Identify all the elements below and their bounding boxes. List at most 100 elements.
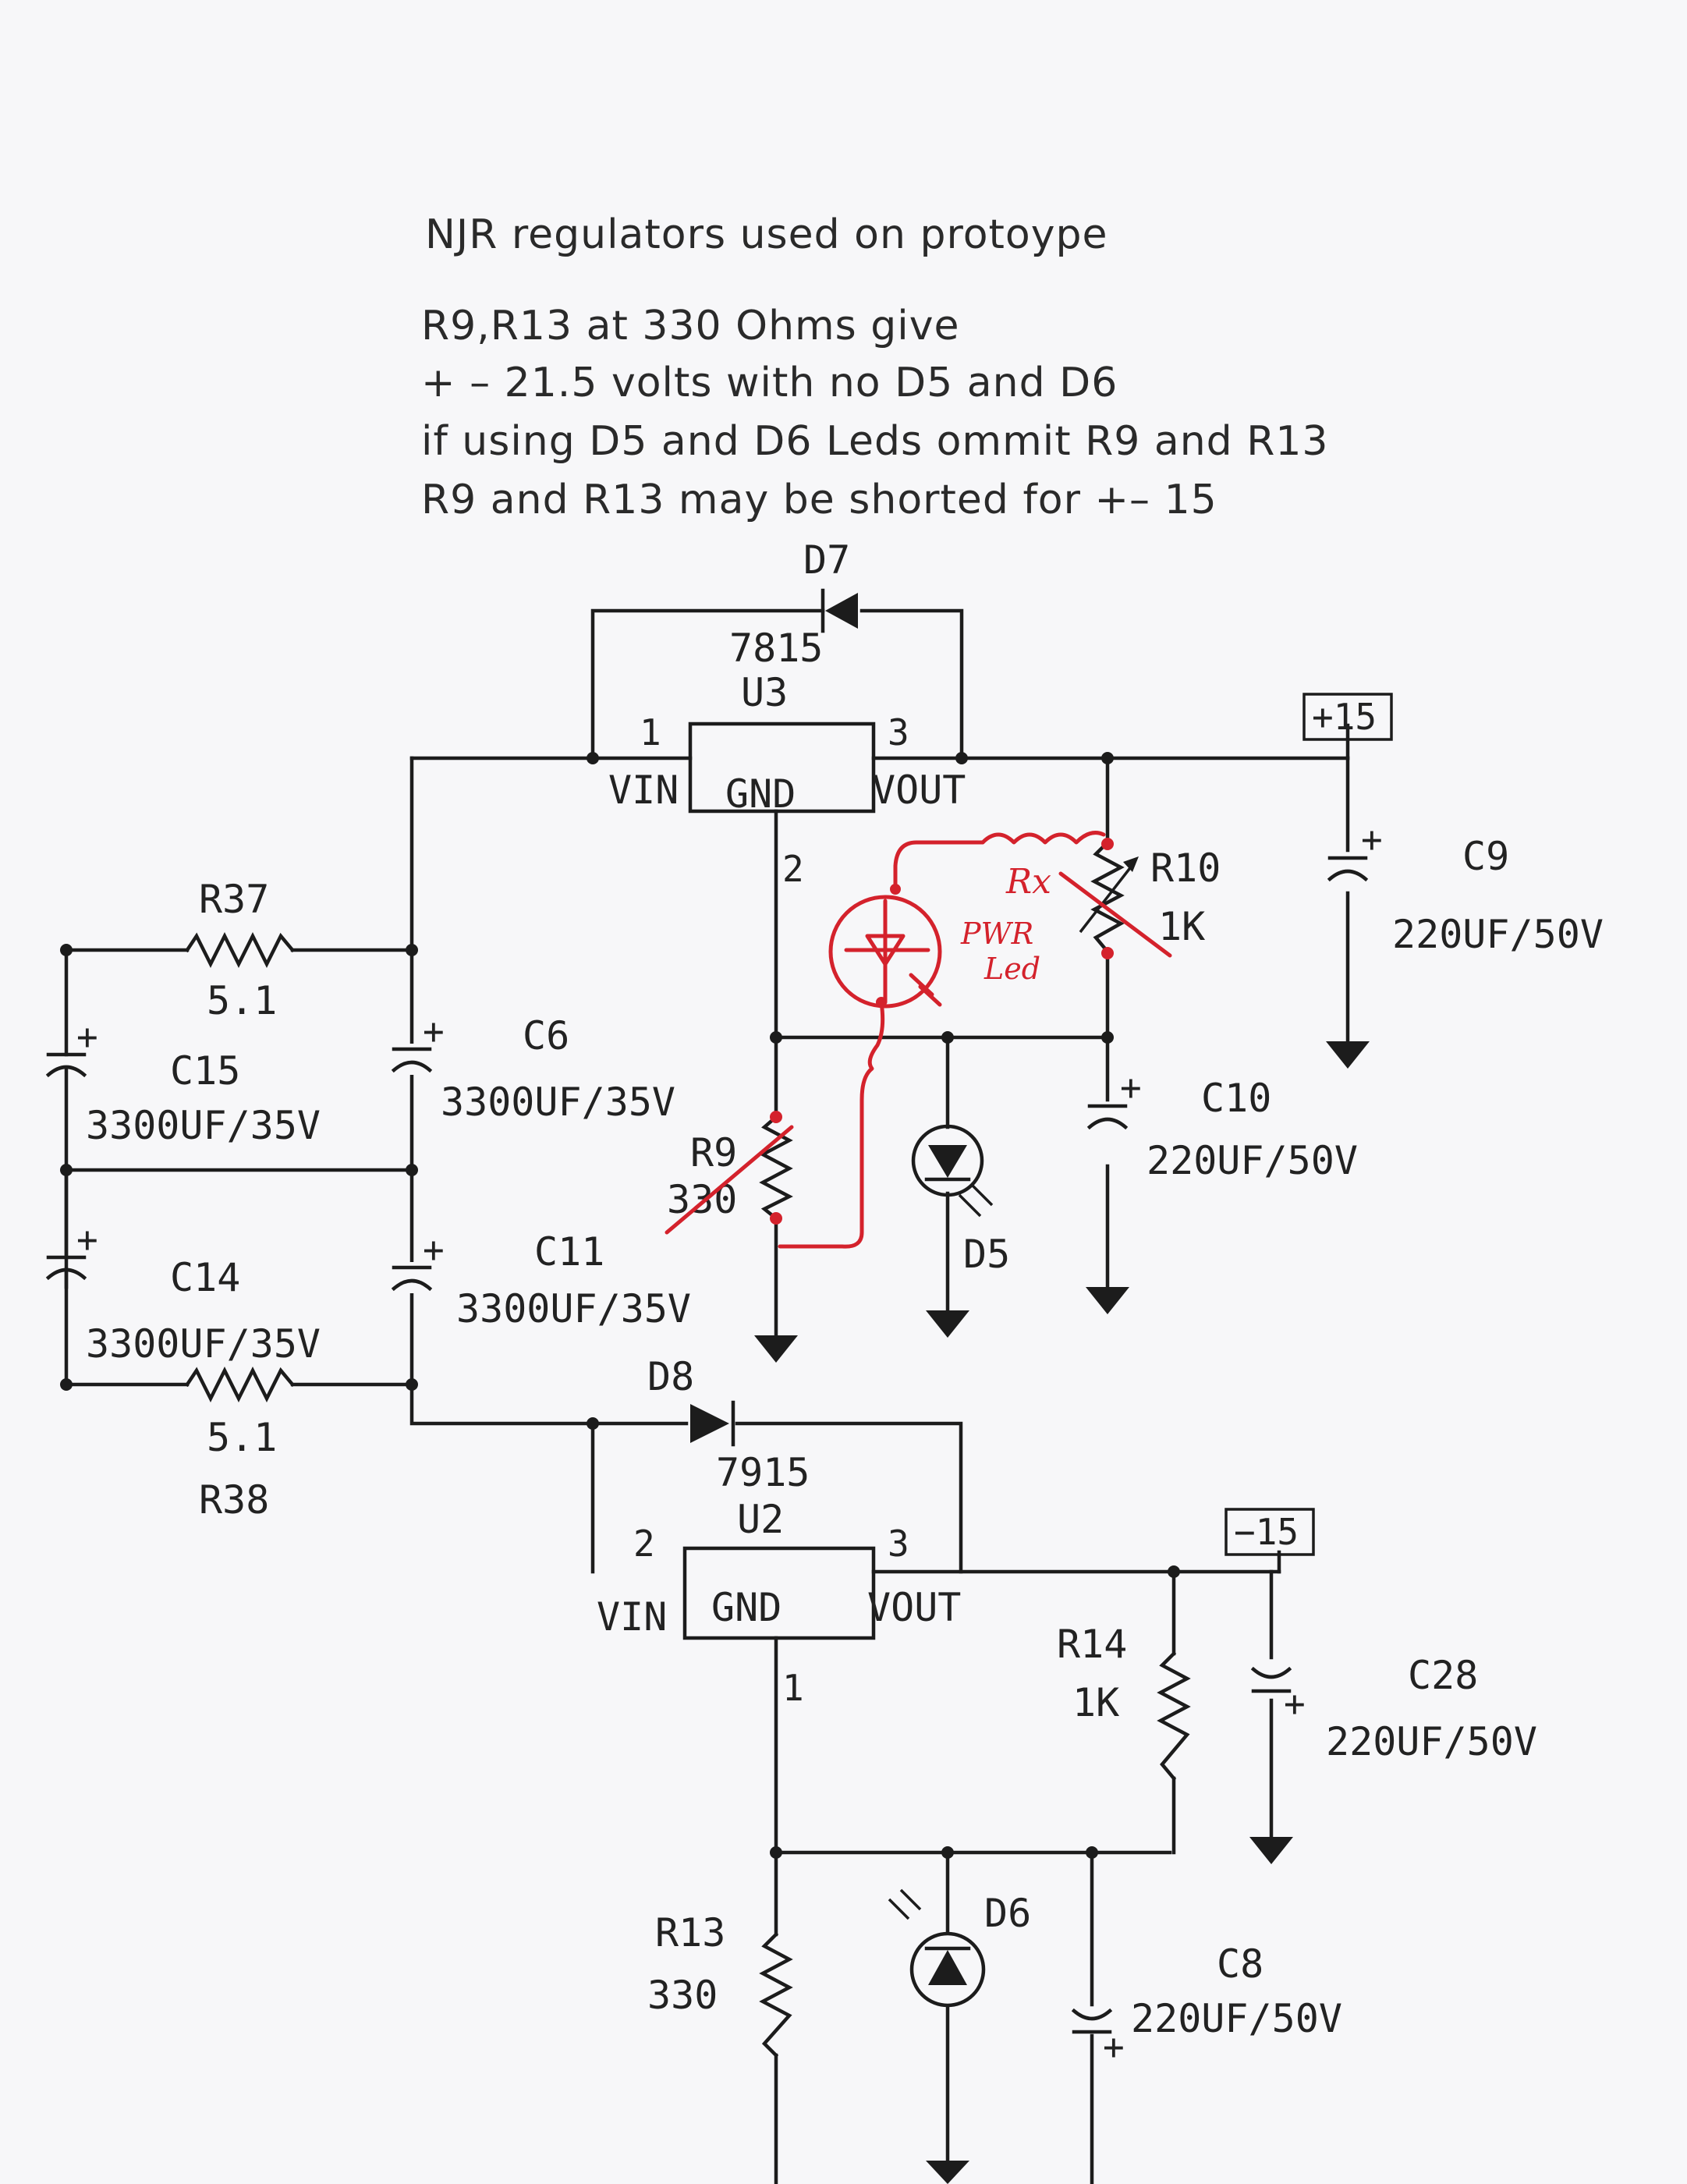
- capacitor-c9: + C9 220UF/50V: [1327, 818, 1604, 957]
- u3-pin-out: 3: [888, 711, 909, 753]
- u2-vout-label: VOUT: [867, 1585, 961, 1630]
- u2-gnd-label: GND: [711, 1585, 781, 1630]
- r14-value: 1K: [1072, 1680, 1119, 1725]
- capacitor-c14: + C14 3300UF/35V: [45, 1168, 321, 1367]
- c8-ref: C8: [1217, 1941, 1263, 1987]
- svg-text:+: +: [1361, 818, 1383, 860]
- rail-neg-label: −15: [1234, 1511, 1299, 1553]
- ground-icon: [926, 2161, 969, 2184]
- r9-ref: R9: [690, 1130, 737, 1175]
- c14-value: 3300UF/35V: [86, 1321, 321, 1367]
- c11-value: 3300UF/35V: [456, 1286, 691, 1331]
- resistor-r10: R10 1K: [1079, 839, 1221, 955]
- u3-vin-label: VIN: [608, 768, 679, 813]
- ground-icon: [1326, 1041, 1370, 1069]
- capacitor-c15: + C15 3300UF/35V: [45, 1016, 321, 1148]
- r38-value: 5.1: [207, 1415, 277, 1460]
- junction-dots: [60, 752, 1180, 1859]
- resistor-r9: R9 330: [667, 1114, 793, 1222]
- c15-ref: C15: [170, 1048, 240, 1094]
- rail-pos-15: +15: [1302, 693, 1393, 741]
- capacitor-c10: + C10 220UF/50V: [1086, 1066, 1358, 1183]
- r37-ref: R37: [199, 877, 269, 922]
- c28-value: 220UF/50V: [1326, 1719, 1537, 1764]
- u2-part-number: 7915: [716, 1450, 810, 1495]
- resistor-r37: R37 5.1: [184, 877, 296, 1023]
- svg-text:+: +: [1284, 1682, 1306, 1725]
- capacitor-c11: + C11 3300UF/35V: [391, 1228, 691, 1331]
- c10-ref: C10: [1201, 1076, 1271, 1121]
- u3-pin-in: 1: [640, 711, 661, 753]
- capacitor-c8: + C8 220UF/50V: [1071, 1941, 1342, 2068]
- u2-pin-in: 2: [633, 1523, 655, 1565]
- diode-d7: D7: [803, 537, 858, 633]
- resistor-r13: R13 330: [647, 1910, 793, 2058]
- ground-icon: [1249, 1837, 1293, 1864]
- u2-pin-out: 3: [888, 1523, 909, 1565]
- resistor-r38: 5.1 R38: [184, 1366, 296, 1523]
- c28-ref: C28: [1408, 1653, 1478, 1698]
- c11-ref: C11: [534, 1229, 604, 1275]
- c6-value: 3300UF/35V: [441, 1080, 675, 1125]
- r38-ref: R38: [199, 1477, 269, 1523]
- u3-gnd-label: GND: [725, 771, 796, 817]
- svg-text:+: +: [1103, 2026, 1125, 2068]
- led-d6: D6: [888, 1888, 1031, 2184]
- c8-value: 220UF/50V: [1131, 1996, 1342, 2041]
- diode-d8: D8: [647, 1354, 735, 1447]
- u3-reference: U3: [741, 670, 788, 715]
- svg-text:+: +: [423, 1228, 445, 1271]
- red-pen-annotations: Rx PWR Led: [665, 831, 1172, 1249]
- note-line-3: + – 21.5 volts with no D5 and D6: [421, 360, 1118, 406]
- c10-value: 220UF/50V: [1147, 1138, 1358, 1183]
- svg-text:+: +: [76, 1016, 98, 1058]
- r14-ref: R14: [1057, 1622, 1127, 1667]
- notes-block: NJR regulators used on protoype R9,R13 a…: [421, 211, 1329, 523]
- r10-value: 1K: [1158, 904, 1205, 949]
- ground-icon: [754, 1335, 798, 1363]
- u3-pin-gnd: 2: [782, 848, 804, 890]
- ground-icon: [1086, 1287, 1129, 1314]
- svg-text:+: +: [1120, 1066, 1142, 1108]
- d8-label: D8: [647, 1354, 694, 1399]
- note-line-1: NJR regulators used on protoype: [425, 211, 1108, 258]
- note-line-5: R9 and R13 may be shorted for +– 15: [421, 477, 1217, 523]
- ground-symbols-top: [754, 1041, 1370, 1363]
- ground-icon: [926, 1310, 969, 1338]
- led-d5: D5: [911, 1124, 1010, 1277]
- c9-value: 220UF/50V: [1392, 912, 1604, 957]
- u2-reference: U2: [737, 1497, 784, 1542]
- handwritten-pwr: PWR: [960, 916, 1033, 951]
- r37-value: 5.1: [207, 978, 277, 1023]
- rail-neg-15: −15: [1224, 1508, 1315, 1556]
- c14-ref: C14: [170, 1255, 240, 1300]
- wires: [64, 608, 1350, 2184]
- rail-pos-label: +15: [1312, 696, 1377, 738]
- note-line-2: R9,R13 at 330 Ohms give: [421, 303, 960, 349]
- c9-ref: C9: [1462, 834, 1509, 879]
- u2-vin-label: VIN: [597, 1594, 667, 1640]
- handwritten-led: Led: [983, 952, 1040, 986]
- r10-ref: R10: [1150, 846, 1221, 891]
- resistor-r14: R14 1K: [1057, 1622, 1191, 1782]
- svg-text:+: +: [76, 1218, 98, 1260]
- regulator-u2: GND VIN VOUT 7915 U2 2 3 1: [597, 1450, 961, 1709]
- u3-part-number: 7815: [729, 626, 823, 671]
- regulator-u3: GND VIN VOUT 7815 U3 1 3 2: [608, 626, 966, 890]
- u2-pin-gnd: 1: [782, 1667, 804, 1709]
- c15-value: 3300UF/35V: [86, 1103, 321, 1148]
- r13-value: 330: [647, 1973, 718, 2018]
- d6-label: D6: [984, 1891, 1031, 1936]
- capacitor-c6: + C6 3300UF/35V: [391, 1010, 675, 1125]
- note-line-4: if using D5 and D6 Leds ommit R9 and R13: [421, 418, 1329, 465]
- svg-text:+: +: [423, 1010, 445, 1052]
- d5-label: D5: [963, 1232, 1010, 1277]
- handwritten-rx: Rx: [1005, 862, 1051, 902]
- c6-ref: C6: [523, 1013, 569, 1058]
- u3-vout-label: VOUT: [872, 768, 966, 813]
- capacitor-c28: + C28 220UF/50V: [1249, 1653, 1537, 1864]
- d7-label: D7: [803, 537, 850, 583]
- r13-ref: R13: [655, 1910, 725, 1955]
